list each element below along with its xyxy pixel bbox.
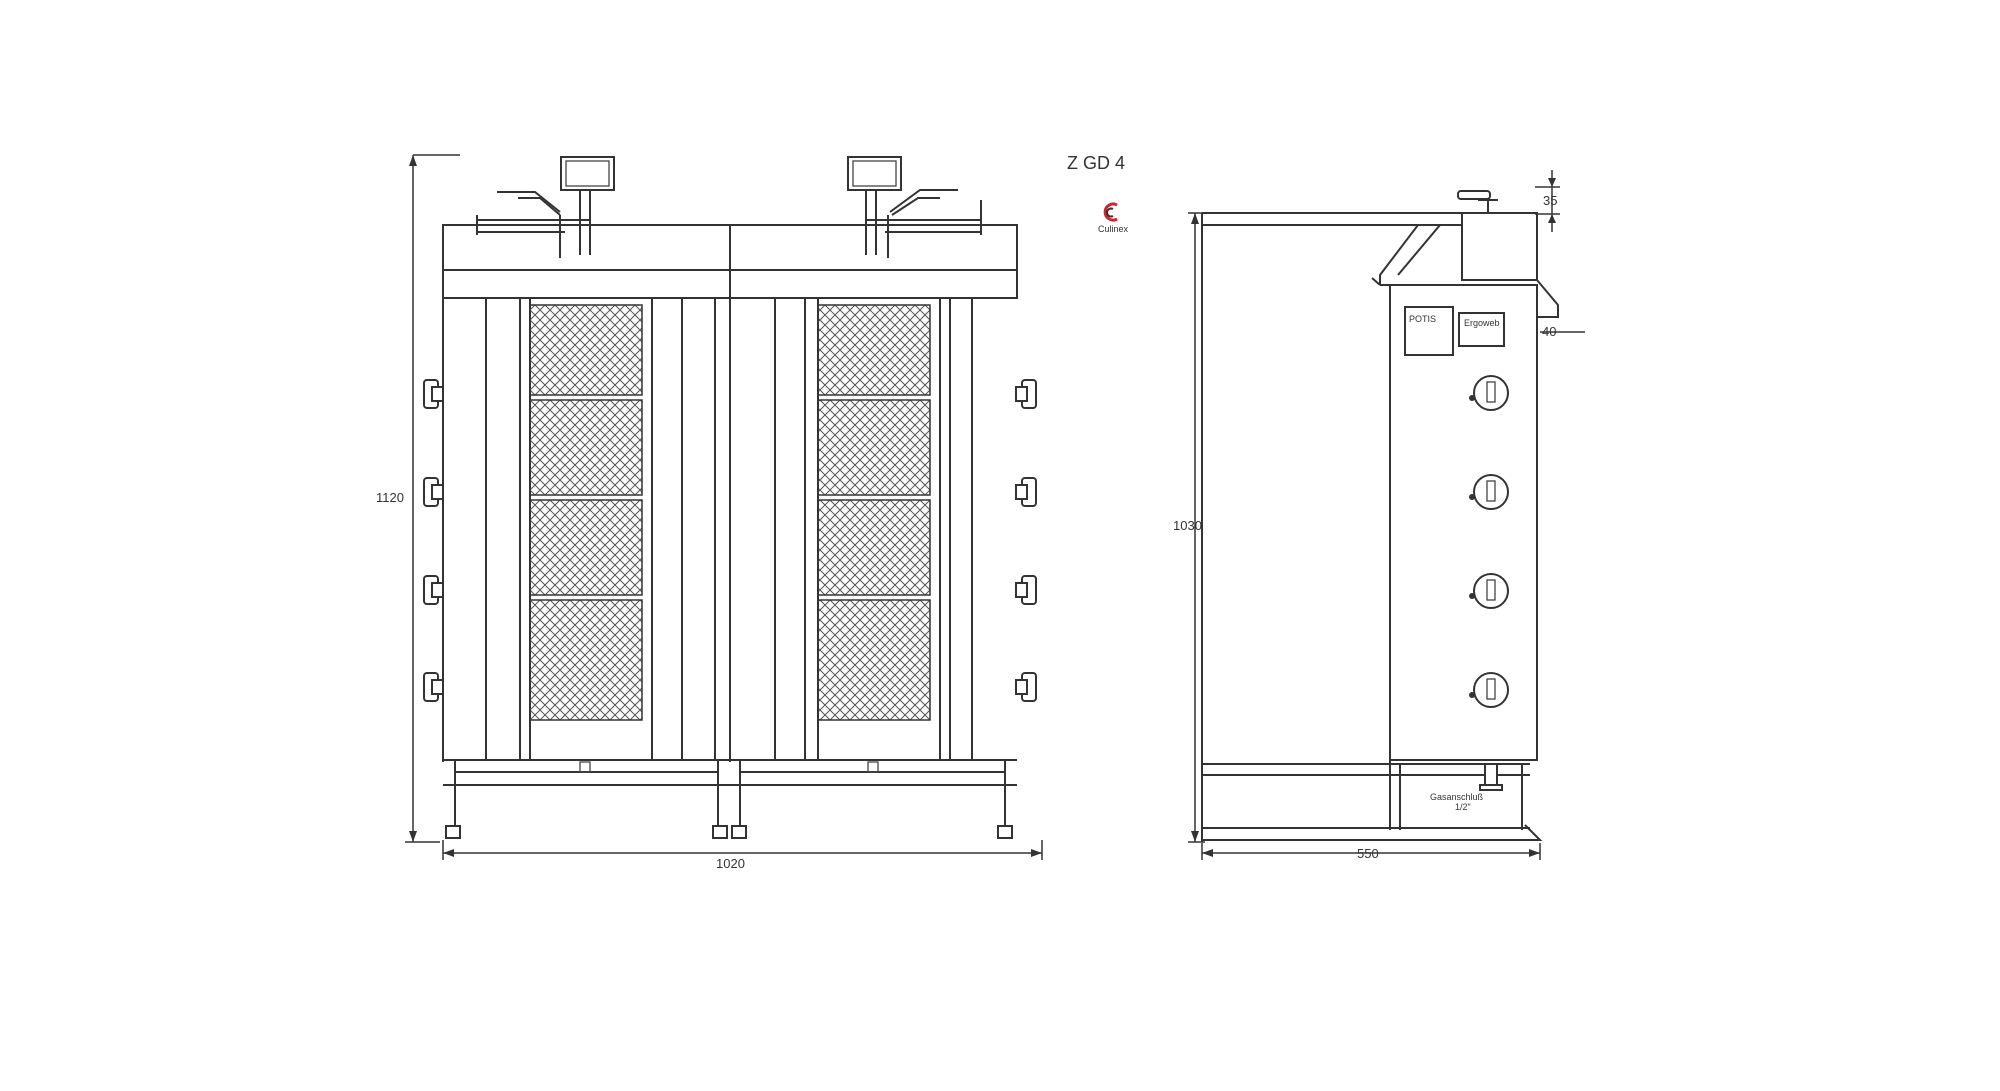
plate-sub: Ergoweb xyxy=(1464,318,1500,328)
top-offset-label: 35 xyxy=(1543,193,1557,208)
side-view: 1030 550 35 40 xyxy=(1173,170,1585,861)
front-width-dimension: 1020 xyxy=(442,840,1043,871)
type-plate xyxy=(1458,312,1505,347)
top-knob xyxy=(1457,190,1491,200)
front-height-dimension: 1120 xyxy=(376,154,460,843)
motor-box xyxy=(847,156,902,191)
tray-offset-dimension: 40 xyxy=(1540,324,1585,339)
gas-size: 1/2" xyxy=(1455,802,1471,812)
culinex-logo: Culinex xyxy=(1098,202,1129,234)
side-height-label: 1030 xyxy=(1173,518,1202,533)
left-grill-unit xyxy=(442,156,731,839)
control-knobs xyxy=(1469,375,1509,708)
front-width-label: 1020 xyxy=(716,856,745,871)
top-offset-dimension: 35 xyxy=(1535,170,1560,232)
brand-plate xyxy=(1404,306,1454,356)
right-grill-unit xyxy=(729,156,1018,839)
motor-box xyxy=(560,156,615,191)
right-knobs xyxy=(1015,379,1037,702)
plate-brand: POTIS xyxy=(1409,314,1436,324)
front-view: 1120 1020 xyxy=(376,154,1043,871)
model-title: Z GD 4 xyxy=(1067,153,1125,173)
side-depth-dimension: 550 xyxy=(1201,843,1541,861)
logo-text: Culinex xyxy=(1098,224,1129,234)
side-height-dimension: 1030 xyxy=(1173,212,1205,843)
left-knobs xyxy=(423,379,444,702)
tray-offset-label: 40 xyxy=(1542,324,1556,339)
front-height-label: 1120 xyxy=(376,490,404,505)
side-depth-label: 550 xyxy=(1357,846,1379,861)
gas-label: Gasanschluß xyxy=(1430,792,1484,802)
